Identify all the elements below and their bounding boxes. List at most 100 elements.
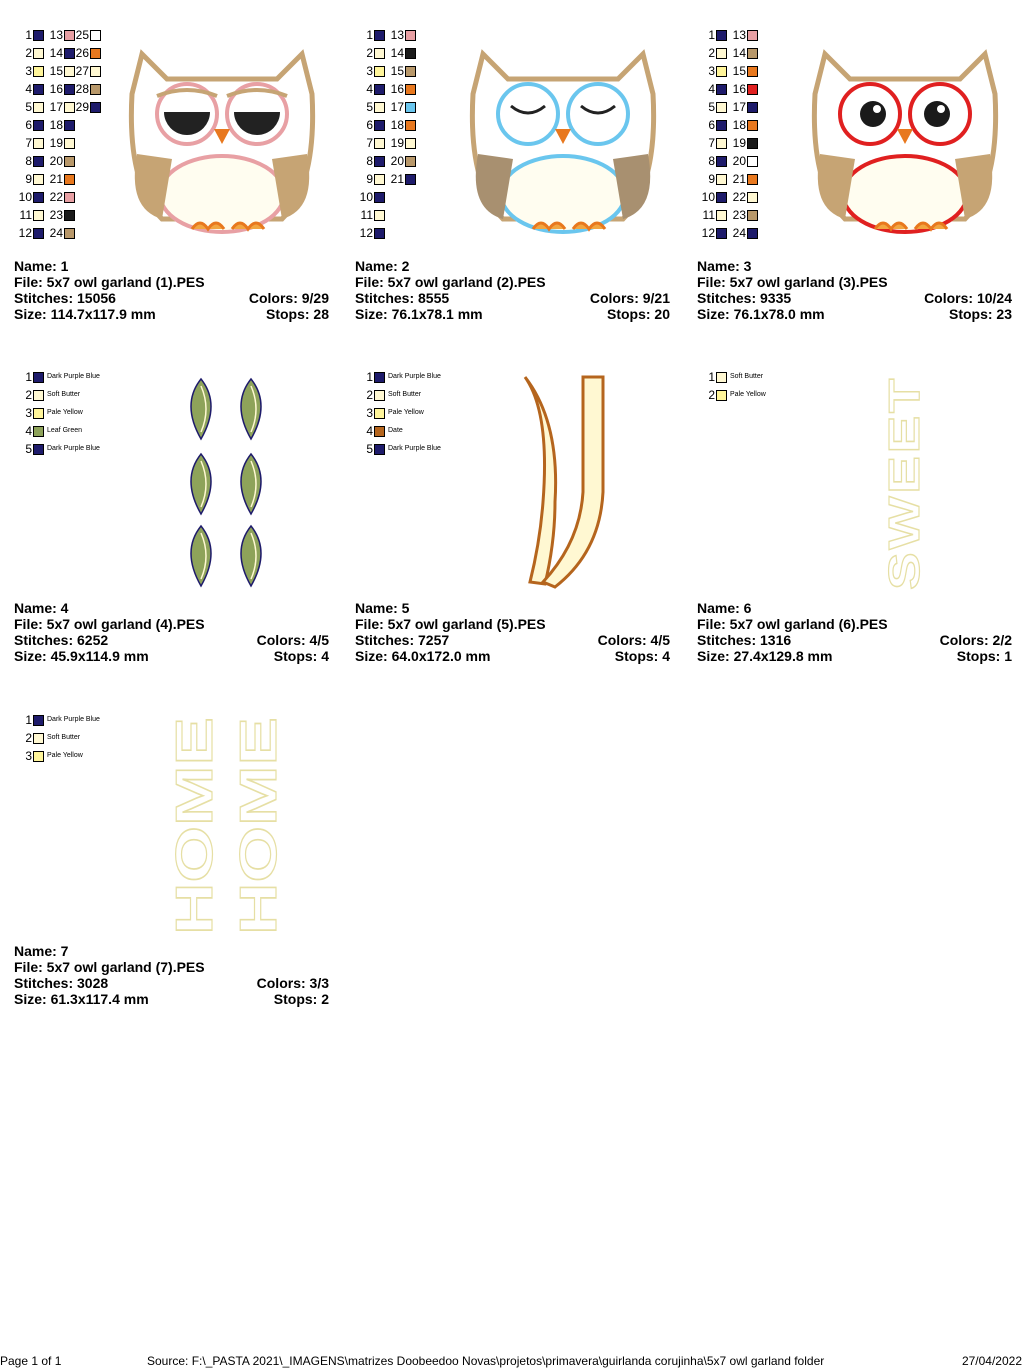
color-swatch [374, 389, 385, 401]
color-swatch [33, 407, 44, 419]
palette-number: 2 [25, 731, 32, 745]
palette-row: 24 [728, 224, 758, 242]
palette-row: 29 [71, 98, 101, 116]
color-swatch [747, 209, 758, 221]
palette-number: 2 [366, 46, 373, 60]
palette-number: 1 [708, 370, 715, 384]
palette-number: 13 [49, 28, 63, 42]
palette-row: 8 [14, 152, 44, 170]
branch-artwork [523, 375, 605, 589]
design-colors: Colors: 4/5 [597, 632, 670, 648]
thread-palette: 1 2 3 4 5 6 7 8 9 10 11 12 13 14 15 16 1… [355, 26, 425, 242]
color-swatch [33, 443, 44, 455]
design-stops: Stops: 1 [956, 648, 1012, 664]
color-swatch [33, 173, 44, 185]
owl-red-artwork [811, 49, 999, 234]
palette-number: 1 [25, 28, 32, 42]
palette-number: 3 [366, 406, 373, 420]
color-swatch [33, 227, 44, 239]
design-colors: Colors: 3/3 [256, 975, 329, 991]
palette-row: 5 [355, 98, 385, 116]
color-swatch [33, 209, 44, 221]
color-swatch [33, 191, 44, 203]
palette-number: 18 [732, 118, 746, 132]
palette-number: 21 [732, 172, 746, 186]
palette-number: 15 [49, 64, 63, 78]
color-swatch [374, 155, 385, 167]
palette-number: 24 [732, 226, 746, 240]
palette-row: 9 [697, 170, 727, 188]
color-swatch [405, 155, 416, 167]
color-swatch [716, 209, 727, 221]
palette-number: 5 [25, 442, 32, 456]
design-stitches: Stitches: 8555 [355, 290, 450, 306]
palette-number: 17 [732, 100, 746, 114]
color-swatch [64, 119, 75, 131]
color-swatch [33, 83, 44, 95]
palette-row: 13 [728, 26, 758, 44]
design-file: File: 5x7 owl garland (1).PES [14, 274, 205, 290]
palette-number: 20 [732, 154, 746, 168]
palette-label: Dark Purple Blue [47, 373, 100, 380]
color-swatch [33, 101, 44, 113]
palette-row: 12 [14, 224, 44, 242]
palette-number: 24 [49, 226, 63, 240]
design-file: File: 5x7 owl garland (7).PES [14, 959, 205, 975]
design-colors: Colors: 10/24 [924, 290, 1012, 306]
color-swatch [747, 137, 758, 149]
color-swatch [374, 425, 385, 437]
color-swatch [374, 371, 385, 383]
color-swatch [64, 65, 75, 77]
design-stitches: Stitches: 6252 [14, 632, 109, 648]
color-swatch [90, 83, 101, 95]
palette-row: 20 [728, 152, 758, 170]
color-swatch [747, 101, 758, 113]
color-swatch [374, 407, 385, 419]
color-swatch [90, 101, 101, 113]
palette-column: 25 26 27 28 29 [71, 26, 101, 116]
palette-row: 5 [14, 98, 44, 116]
color-swatch [747, 191, 758, 203]
color-swatch [90, 65, 101, 77]
palette-number: 3 [366, 64, 373, 78]
palette-row: 26 [71, 44, 101, 62]
palette-number: 1 [25, 370, 32, 384]
palette-number: 12 [359, 226, 373, 240]
leaves-artwork [190, 377, 262, 588]
design-size: Size: 64.0x172.0 mm [355, 648, 491, 664]
color-swatch [716, 47, 727, 59]
design-size: Size: 76.1x78.0 mm [697, 306, 825, 322]
palette-row: 4 [697, 80, 727, 98]
color-swatch [747, 119, 758, 131]
palette-number: 5 [366, 442, 373, 456]
palette-row: 5 Dark Purple Blue [14, 440, 100, 458]
palette-row: 17 [45, 98, 75, 116]
palette-row: 2 [14, 44, 44, 62]
palette-row: 14 [386, 44, 416, 62]
palette-row: 3 [14, 62, 44, 80]
design-stops: Stops: 2 [273, 991, 329, 1007]
design-colors: Colors: 4/5 [256, 632, 329, 648]
color-swatch [33, 371, 44, 383]
palette-label: Pale Yellow [47, 409, 83, 416]
palette-label: Dark Purple Blue [47, 445, 100, 452]
design-colors: Colors: 9/21 [589, 290, 670, 306]
color-swatch [374, 119, 385, 131]
design-stops: Stops: 20 [606, 306, 670, 322]
color-swatch [405, 29, 416, 41]
design-name: Name: 6 [697, 600, 752, 616]
design-info: Name: 7 File: 5x7 owl garland (7).PES St… [14, 943, 329, 1007]
palette-number: 21 [49, 172, 63, 186]
palette-number: 1 [366, 370, 373, 384]
palette-row: 14 [45, 44, 75, 62]
color-swatch [33, 714, 44, 726]
design-size: Size: 45.9x114.9 mm [14, 648, 149, 664]
color-swatch [716, 119, 727, 131]
palette-label: Leaf Green [47, 427, 83, 434]
palette-label: Soft Butter [47, 391, 81, 398]
design-colors: Colors: 2/2 [939, 632, 1012, 648]
palette-number: 16 [732, 82, 746, 96]
